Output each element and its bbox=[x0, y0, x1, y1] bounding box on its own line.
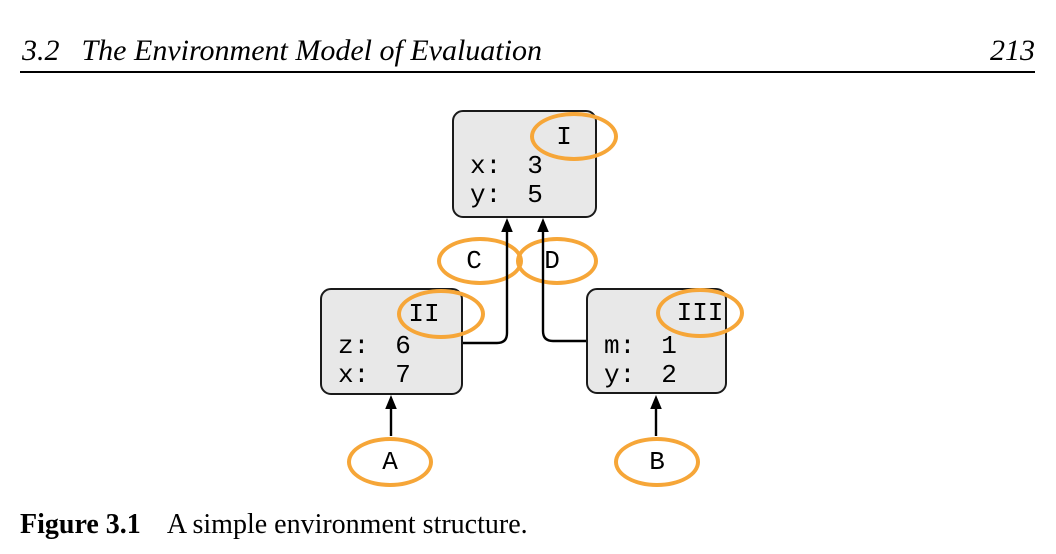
binding-value: 1 bbox=[661, 331, 677, 361]
binding-name: m: bbox=[604, 331, 636, 361]
binding-row: z: 6 bbox=[338, 332, 411, 361]
frame-label-III: III bbox=[676, 298, 724, 328]
env-pointer-label-C: C bbox=[466, 246, 482, 276]
binding-value: 7 bbox=[395, 360, 411, 390]
binding-row: y: 2 bbox=[604, 361, 677, 390]
arrowhead-A-icon bbox=[385, 395, 397, 409]
binding-value: 3 bbox=[527, 151, 543, 181]
arrowhead-D-icon bbox=[537, 218, 549, 232]
page-number: 213 bbox=[990, 34, 1035, 67]
frame-label-I: I bbox=[556, 121, 572, 152]
frame-label-ellipse-III: III bbox=[656, 288, 744, 338]
env-pointer-label-B: B bbox=[649, 447, 665, 477]
frame-III-bindings: m: 1 y: 2 bbox=[604, 332, 677, 390]
env-pointer-label-A: A bbox=[382, 447, 398, 477]
env-pointer-ellipse-B: B bbox=[614, 437, 700, 487]
binding-name: x: bbox=[470, 151, 502, 181]
frame-I-bindings: x: 3 y: 5 bbox=[470, 152, 543, 210]
frame-II-bindings: z: 6 x: 7 bbox=[338, 332, 411, 390]
arrowhead-C-icon bbox=[501, 218, 513, 232]
binding-value: 5 bbox=[527, 180, 543, 210]
running-header: 3.2 The Environment Model of Evaluation … bbox=[22, 34, 1035, 67]
binding-row: x: 7 bbox=[338, 361, 411, 390]
binding-row: y: 5 bbox=[470, 181, 543, 210]
frame-label-ellipse-II: II bbox=[397, 289, 485, 339]
section-title: The Environment Model of Evaluation bbox=[81, 34, 542, 67]
binding-name: y: bbox=[470, 180, 502, 210]
figure-caption-text: A simple environment structure. bbox=[166, 509, 528, 540]
binding-value: 6 bbox=[395, 331, 411, 361]
section-number: 3.2 bbox=[22, 34, 60, 67]
figure-caption-label: Figure 3.1 bbox=[20, 509, 141, 540]
env-pointer-ellipse-D: D bbox=[516, 237, 598, 285]
env-pointer-label-D: D bbox=[544, 246, 560, 276]
header-rule bbox=[20, 71, 1035, 73]
arrowhead-B-icon bbox=[650, 395, 662, 409]
binding-name: x: bbox=[338, 360, 370, 390]
binding-row: x: 3 bbox=[470, 152, 543, 181]
env-pointer-ellipse-C: C bbox=[437, 237, 523, 285]
binding-name: z: bbox=[338, 331, 370, 361]
binding-value: 2 bbox=[661, 360, 677, 390]
binding-name: y: bbox=[604, 360, 636, 390]
figure-caption: Figure 3.1 A simple environment structure… bbox=[20, 508, 528, 542]
frame-label-ellipse-I: I bbox=[530, 112, 618, 161]
environment-frame-II: z: 6 x: 7 bbox=[320, 288, 463, 395]
frame-label-II: II bbox=[408, 299, 440, 329]
env-pointer-ellipse-A: A bbox=[347, 437, 433, 487]
binding-row: m: 1 bbox=[604, 332, 677, 361]
